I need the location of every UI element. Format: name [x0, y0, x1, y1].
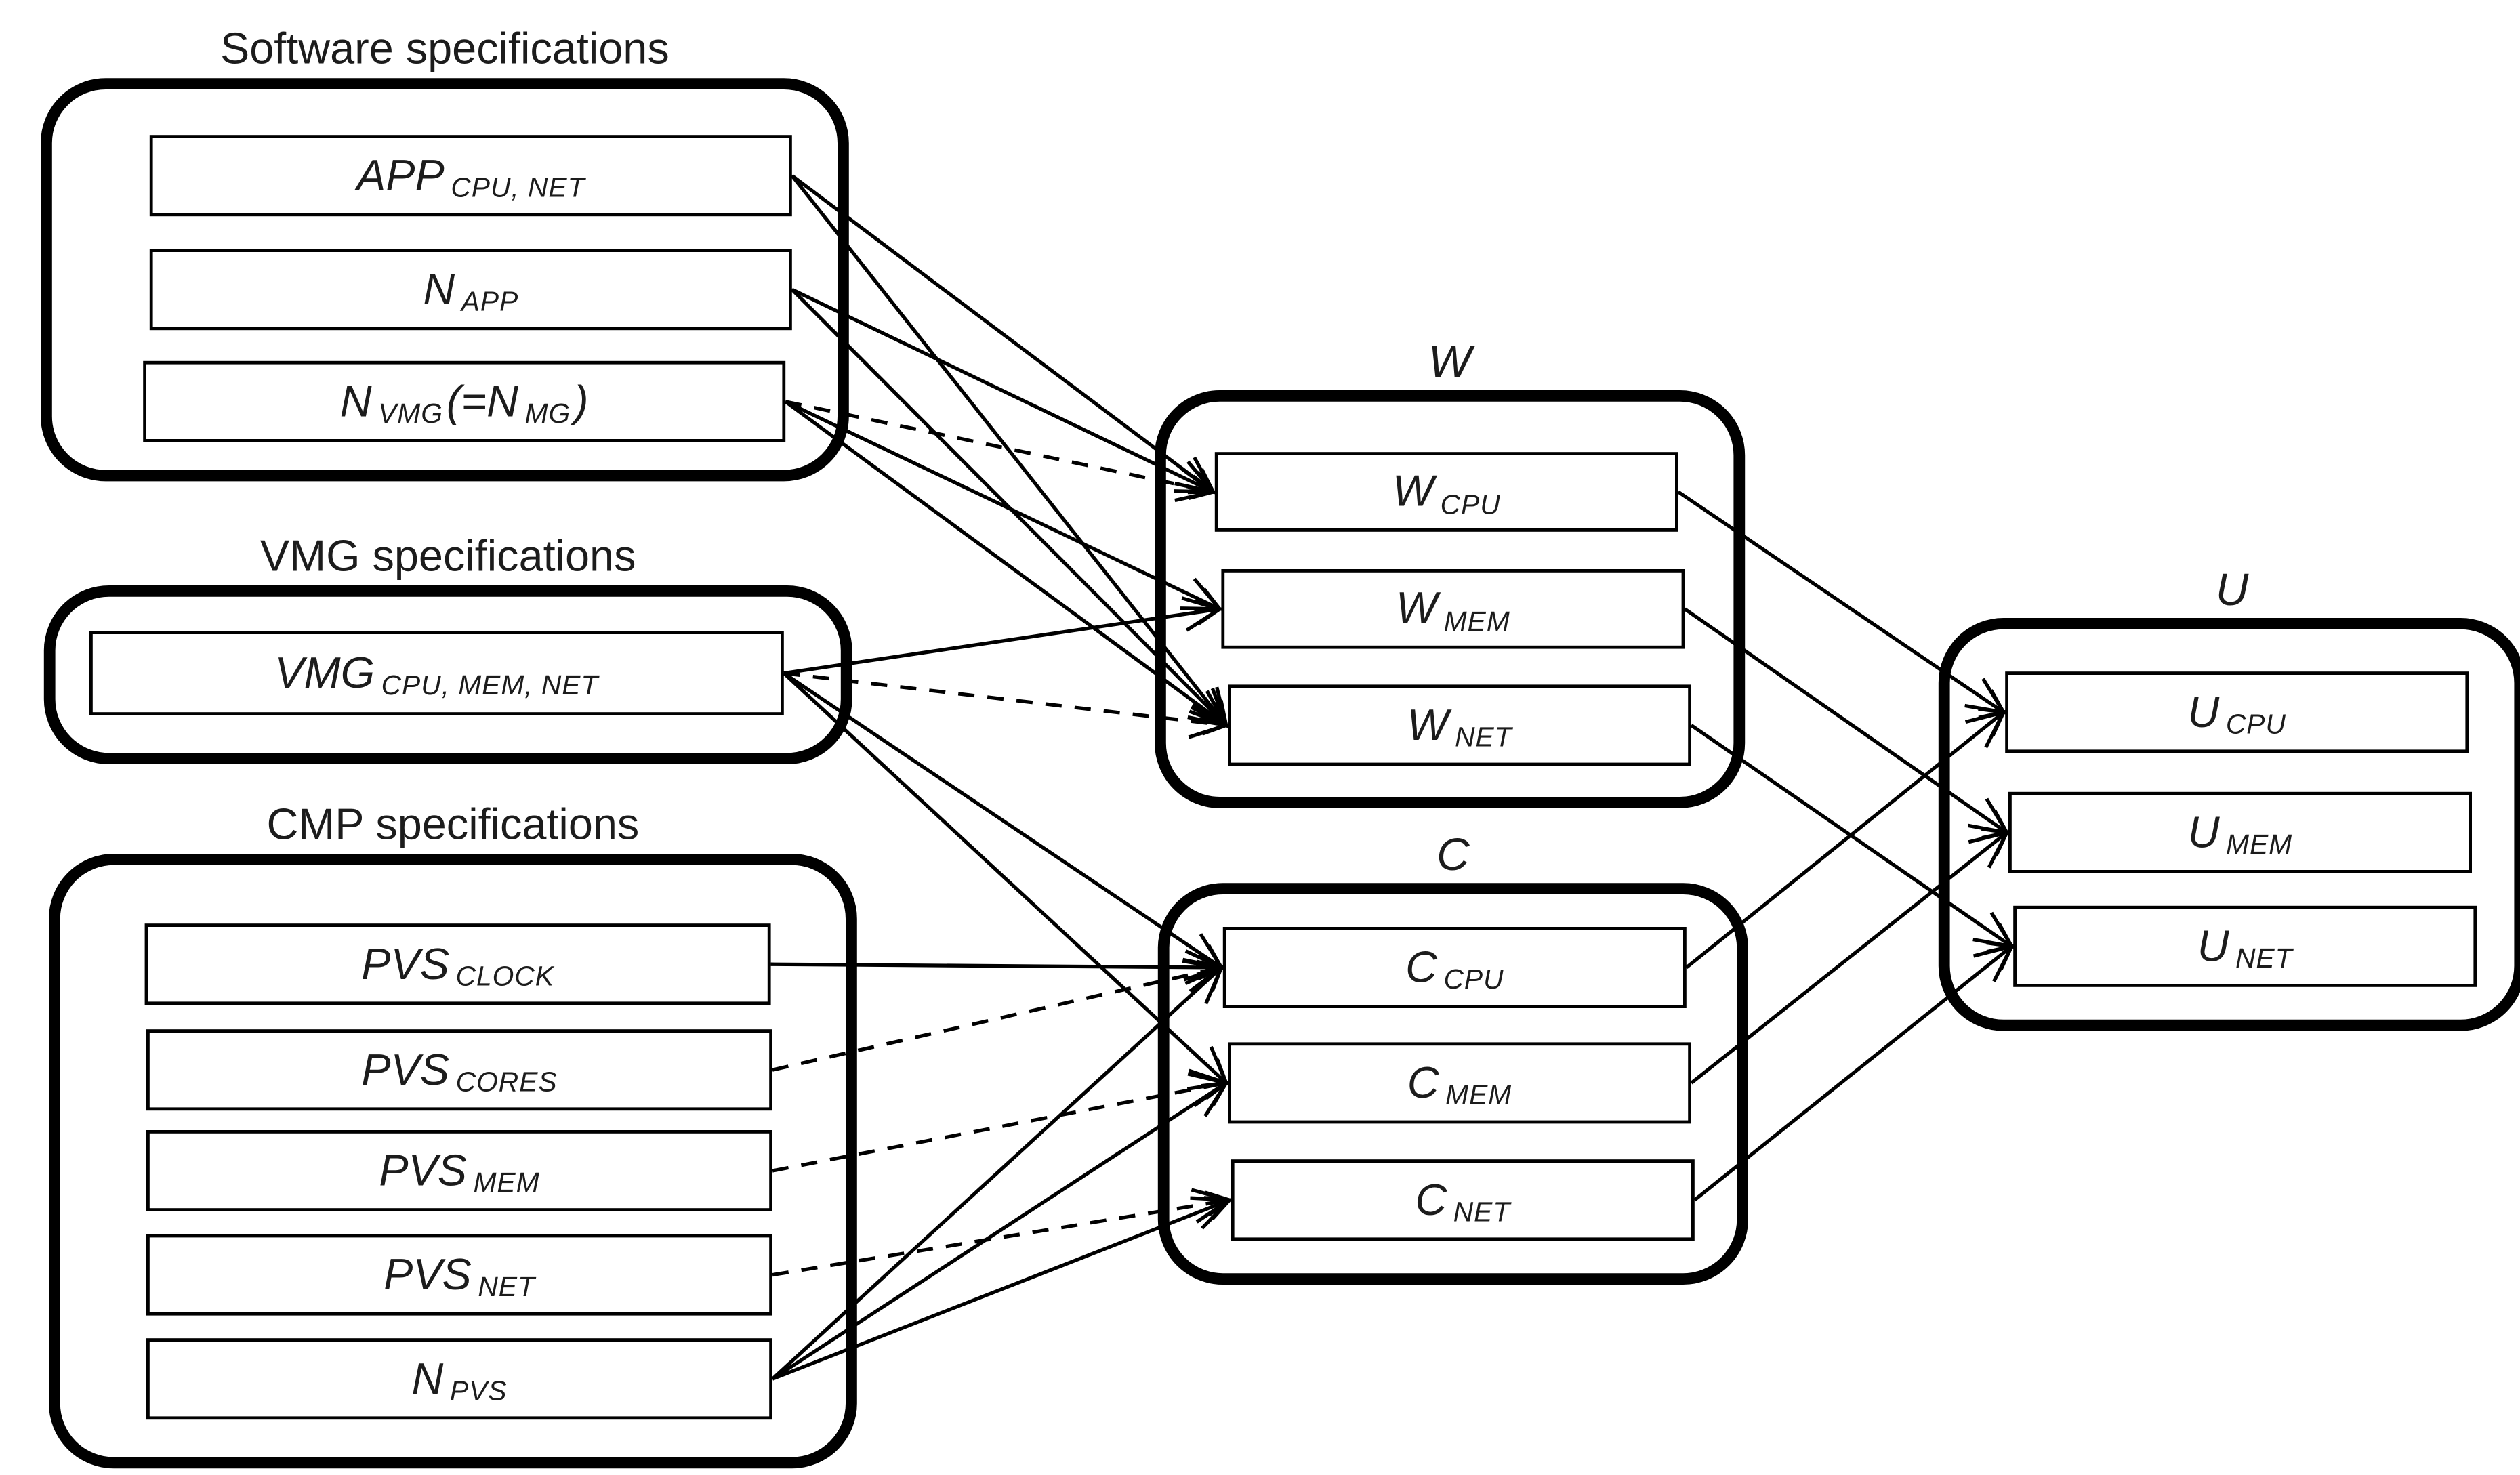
w-group-title: W: [1428, 336, 1472, 388]
node-napp-subscript: APP: [461, 286, 519, 318]
node-c_cpu-label: C: [1405, 942, 1437, 991]
node-nvmg-label: (=N: [446, 376, 518, 425]
node-nvmg-subscript: VMG: [378, 398, 443, 430]
node-app-subscript: CPU, NET: [451, 172, 585, 203]
node-pvs_mem-subscript: MEM: [473, 1167, 540, 1199]
node-pvs_clock-subscript: CLOCK: [455, 961, 554, 992]
node-nvmg-label: N: [339, 376, 372, 425]
u-group-title: U: [2215, 564, 2249, 615]
node-pvs_mem-label: PVS: [379, 1145, 467, 1194]
node-c_net-subscript: NET: [1453, 1197, 1511, 1228]
node-u_cpu-label: U: [2187, 687, 2220, 736]
node-npvs-label: N: [411, 1354, 444, 1403]
edge-app-to-w_cpu: [791, 174, 1217, 495]
node-u_mem-label: U: [2187, 807, 2220, 856]
node-pvs_net-subscript: NET: [478, 1271, 535, 1303]
node-c_cpu-subscript: CPU: [1443, 964, 1504, 995]
node-w_net-subscript: NET: [1455, 722, 1512, 753]
node-pvs_cores-subscript: CORES: [455, 1066, 558, 1098]
node-napp-label: N: [423, 264, 455, 314]
node-w_mem-subscript: MEM: [1443, 606, 1510, 637]
node-app-label: APP: [356, 150, 445, 199]
software-specifications-title: Software specifications: [220, 24, 669, 74]
node-u_net-subscript: NET: [2235, 943, 2293, 974]
node-vmg-label: VMG: [274, 648, 375, 697]
node-pvs_net-label: PVS: [384, 1249, 472, 1299]
node-c_mem-subscript: MEM: [1445, 1079, 1512, 1111]
node-vmg-subscript: CPU, MEM, NET: [381, 669, 599, 701]
node-pvs_cores-label: PVS: [361, 1045, 450, 1094]
node-nvmg-subscript: MG: [524, 398, 571, 430]
node-c_net-label: C: [1415, 1175, 1447, 1224]
node-u_mem-subscript: MEM: [2226, 829, 2293, 860]
node-w_net-label: W: [1407, 700, 1449, 749]
c-group-title: C: [1437, 829, 1470, 880]
node-pvs_clock-label: PVS: [361, 939, 449, 988]
vmg-specifications-title: VMG specifications: [260, 531, 636, 581]
node-u_cpu-subscript: CPU: [2225, 709, 2286, 740]
edge-napp-to-w_cpu: [791, 287, 1218, 495]
node-c_mem-label: C: [1407, 1058, 1439, 1107]
node-w_cpu-subscript: CPU: [1440, 489, 1501, 520]
node-nvmg-label: ): [574, 376, 589, 425]
edge-nvmg-to-w_cpu: [785, 400, 1218, 503]
node-npvs-subscript: PVS: [449, 1375, 508, 1407]
node-u_net-label: U: [2197, 921, 2229, 970]
cmp-specifications-title: CMP specifications: [266, 799, 640, 849]
node-w_cpu-label: W: [1392, 466, 1434, 516]
node-w_mem-label: W: [1395, 583, 1438, 633]
